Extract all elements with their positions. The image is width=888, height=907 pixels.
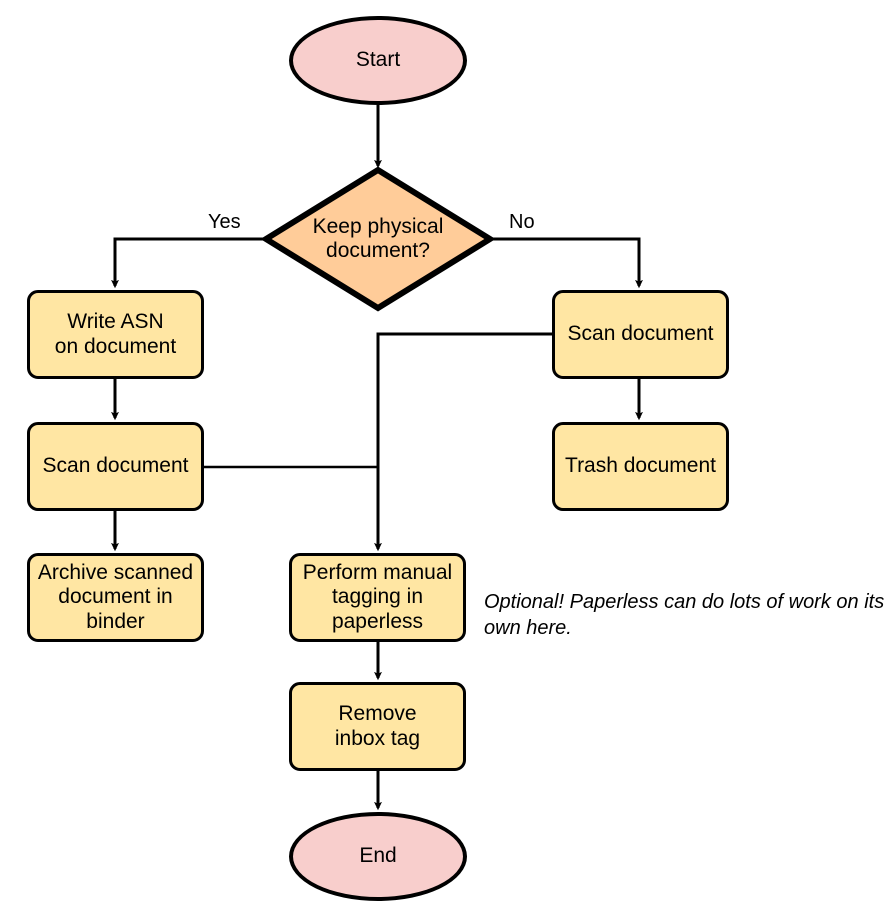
node-start[interactable]: Start bbox=[289, 16, 467, 105]
node-decision-label: Keep physical document? bbox=[312, 214, 444, 262]
node-end-label: End bbox=[359, 844, 397, 868]
edge-scan-right-to-manual-tagging bbox=[374, 332, 552, 552]
node-scan-document-right-label: Scan document bbox=[567, 322, 714, 346]
node-write-asn-on-document[interactable]: Write ASN on document bbox=[27, 290, 204, 379]
node-trash-document[interactable]: Trash document bbox=[552, 422, 729, 511]
node-archive-scanned-document[interactable]: Archive scanned document in binder bbox=[27, 553, 204, 642]
node-write-asn-label: Write ASN on document bbox=[54, 310, 177, 358]
node-end[interactable]: End bbox=[289, 812, 467, 901]
edge-decision-no-to-scan-right bbox=[491, 237, 643, 289]
node-perform-manual-tagging[interactable]: Perform manual tagging in paperless bbox=[289, 553, 466, 642]
node-scan-document-left[interactable]: Scan document bbox=[27, 422, 204, 511]
node-start-label: Start bbox=[355, 48, 401, 72]
node-decision-keep-physical-document[interactable]: Keep physical document? bbox=[262, 166, 494, 312]
node-scan-document-right[interactable]: Scan document bbox=[552, 290, 729, 379]
edge-label-no: No bbox=[509, 211, 535, 233]
diamond-shape bbox=[262, 166, 494, 312]
node-remove-inbox-tag[interactable]: Remove inbox tag bbox=[289, 682, 466, 771]
node-archive-label: Archive scanned document in binder bbox=[37, 560, 194, 633]
edge-label-yes: Yes bbox=[208, 211, 241, 233]
node-scan-document-left-label: Scan document bbox=[42, 454, 189, 478]
node-manual-tagging-label: Perform manual tagging in paperless bbox=[302, 560, 453, 633]
node-remove-inbox-tag-label: Remove inbox tag bbox=[334, 702, 421, 750]
node-trash-document-label: Trash document bbox=[565, 454, 716, 478]
annotation-optional-note: Optional! Paperless can do lots of work … bbox=[484, 591, 885, 640]
edge-decision-yes-to-write-asn bbox=[111, 237, 265, 289]
